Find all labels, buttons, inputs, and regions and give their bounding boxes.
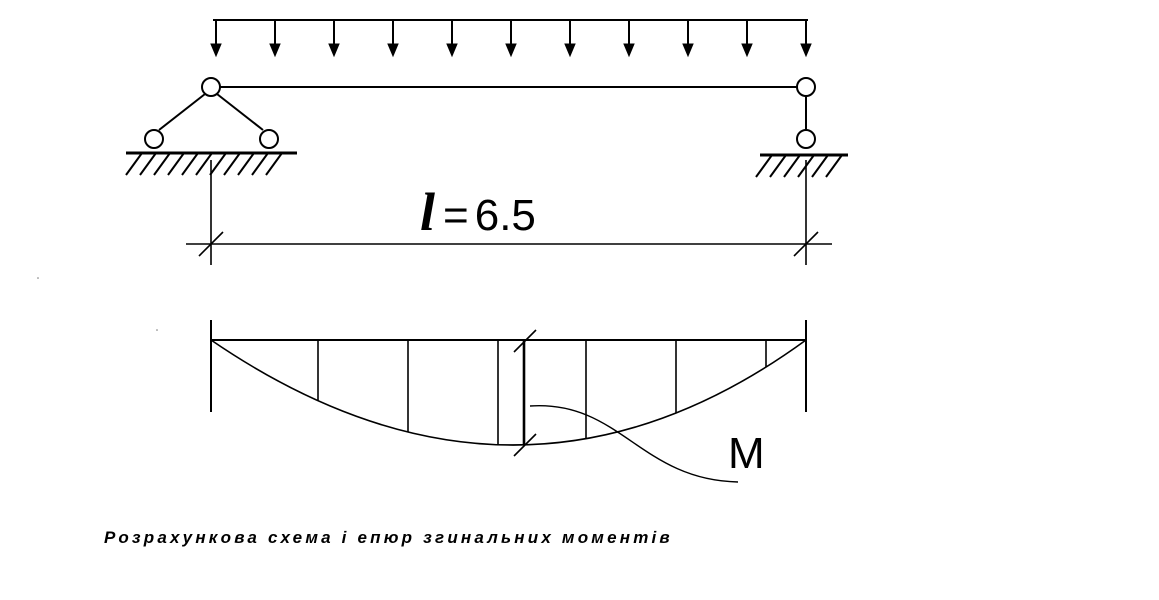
hatch-line: [755, 154, 773, 178]
hatch-line: [195, 152, 213, 176]
distributed-load: [210, 19, 812, 58]
hatch-line: [125, 152, 143, 176]
hatch-line: [167, 152, 185, 176]
right-ground-hatch: [755, 154, 843, 178]
hatch-line: [769, 154, 787, 178]
scan-dot-2: [156, 329, 158, 331]
span-label: l = 6.5: [420, 185, 536, 245]
right-support-hinge: [796, 129, 816, 149]
hatch-line: [811, 154, 829, 178]
hatch-line: [265, 152, 283, 176]
span-dimension: [186, 160, 832, 265]
figure-caption: Розрахункова схема і епюр згинальних мом…: [104, 528, 673, 547]
hatch-line: [825, 154, 843, 178]
dimension-tick-right: [793, 231, 819, 257]
left-support-hinge-left: [144, 129, 164, 149]
beam-right-hinge: [796, 77, 816, 97]
left-support-hinge-right: [259, 129, 279, 149]
load-arrows: [210, 20, 812, 58]
moment-label: M: [728, 429, 765, 478]
load-arrow-head: [505, 43, 517, 58]
left-support-strut-left: [158, 93, 206, 131]
load-arrow-head: [210, 43, 222, 58]
load-arrow-head: [564, 43, 576, 58]
beam-left-hinge: [201, 77, 221, 97]
load-arrow-head: [741, 43, 753, 58]
max-moment-tick-bottom: [513, 433, 537, 457]
span-equals: =: [443, 191, 469, 240]
left-support: [125, 93, 297, 176]
load-arrow-head: [682, 43, 694, 58]
scan-dot-1: [37, 277, 39, 279]
hatch-line: [223, 152, 241, 176]
left-support-strut-right: [216, 93, 264, 131]
load-arrow-head: [800, 43, 812, 58]
span-value: 6.5: [474, 191, 536, 240]
span-symbol: l: [420, 182, 436, 242]
max-moment-tick-top: [513, 329, 537, 353]
load-arrow-head: [328, 43, 340, 58]
moment-diagram: [210, 320, 807, 483]
hatch-line: [251, 152, 269, 176]
right-support: [755, 96, 848, 178]
hatch-line: [181, 152, 199, 176]
moment-label-leader: [529, 405, 739, 483]
load-arrow-head: [269, 43, 281, 58]
hatch-line: [783, 154, 801, 178]
hatch-line: [237, 152, 255, 176]
hatch-line: [139, 152, 157, 176]
hatch-line: [153, 152, 171, 176]
load-arrow-head: [387, 43, 399, 58]
load-arrow-head: [623, 43, 635, 58]
left-ground-hatch: [125, 152, 283, 176]
load-arrow-head: [446, 43, 458, 58]
hatch-line: [209, 152, 227, 176]
moment-curve: [210, 339, 807, 446]
beam: [201, 77, 816, 97]
moment-ordinates: [317, 340, 767, 445]
dimension-tick-left: [198, 231, 224, 257]
